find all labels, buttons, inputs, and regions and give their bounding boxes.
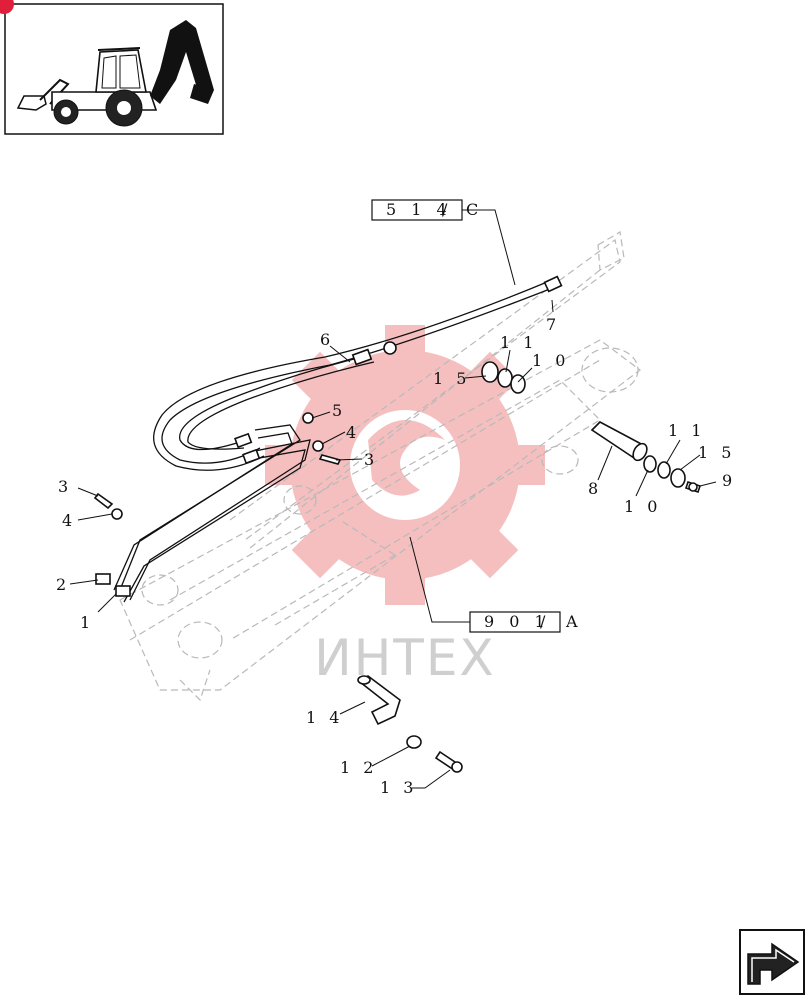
callout-10: 1 0 bbox=[532, 351, 569, 370]
callout-15: 1 5 bbox=[433, 369, 470, 388]
callout-8: 8 bbox=[588, 479, 602, 498]
callout-10: 1 0 bbox=[624, 497, 661, 516]
next-page-button[interactable] bbox=[739, 929, 805, 995]
ref-box-514C[interactable]: 5 1 4 / C bbox=[371, 199, 483, 221]
callout-6: 6 bbox=[320, 330, 334, 349]
watermark-text: ИНТЕХ bbox=[314, 629, 495, 687]
callout-labels: 7 6 1 1 1 0 1 5 5 4 3 3 4 2 1 1 1 1 5 9 … bbox=[56, 315, 736, 797]
callout-11: 1 1 bbox=[668, 421, 705, 440]
callout-1: 1 bbox=[80, 613, 94, 632]
ref-box-suffix: A bbox=[565, 612, 583, 631]
svg-text:/: / bbox=[442, 200, 452, 219]
ref-box-label: 9 0 1 bbox=[484, 612, 550, 631]
callout-4: 4 bbox=[346, 423, 360, 442]
hydraulic-hoses bbox=[113, 279, 556, 603]
parts bbox=[93, 275, 702, 773]
ref-box-label: 5 1 4 bbox=[386, 200, 452, 219]
callout-15: 1 5 bbox=[698, 443, 735, 462]
callout-5: 5 bbox=[332, 401, 346, 420]
machine-thumbnail bbox=[0, 0, 224, 135]
callout-13: 1 3 bbox=[380, 778, 417, 797]
callout-9: 9 bbox=[722, 471, 736, 490]
corner-marker-icon bbox=[0, 0, 14, 14]
next-page-arrow-icon bbox=[747, 942, 800, 985]
callout-7: 7 bbox=[546, 315, 560, 334]
callout-2: 2 bbox=[56, 575, 70, 594]
ref-box-901A[interactable]: 9 0 1 / A bbox=[469, 611, 583, 633]
callout-12: 1 2 bbox=[340, 758, 377, 777]
svg-text:/: / bbox=[540, 612, 550, 631]
callout-11: 1 1 bbox=[500, 333, 537, 352]
callout-3: 3 bbox=[58, 477, 72, 496]
backhoe-loader-icon bbox=[16, 20, 214, 127]
gear-logo-icon bbox=[265, 325, 545, 605]
callout-4: 4 bbox=[62, 511, 76, 530]
ref-box-suffix: C bbox=[466, 200, 483, 219]
callout-14: 1 4 bbox=[306, 708, 343, 727]
leader-lines bbox=[69, 209, 717, 789]
callout-3: 3 bbox=[364, 450, 378, 469]
